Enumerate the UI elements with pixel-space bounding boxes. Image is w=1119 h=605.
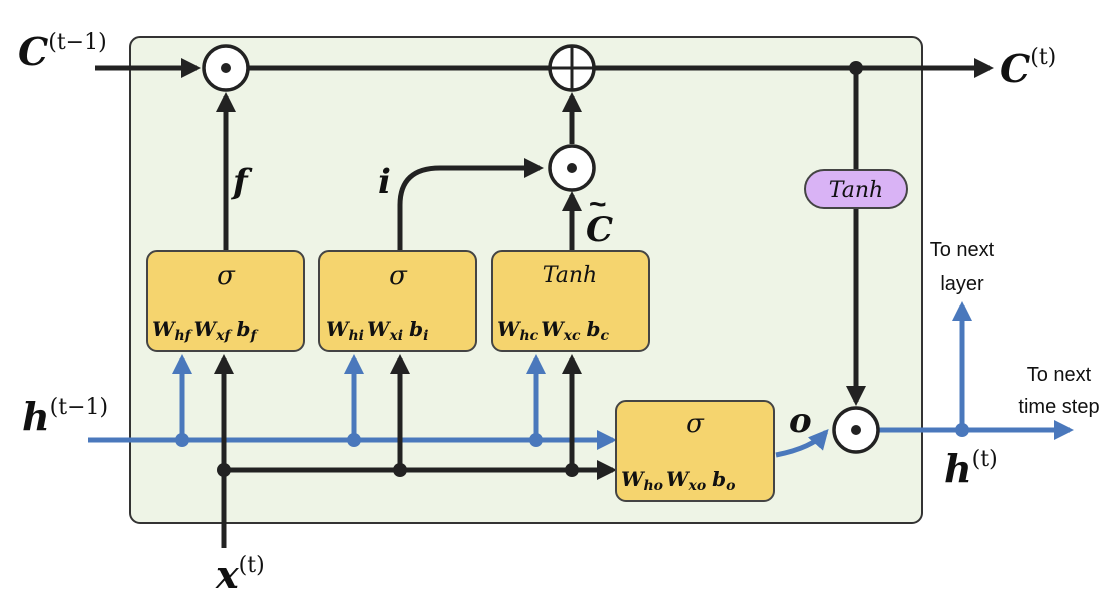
h-prev-label: h(t−1) (22, 394, 108, 439)
c-prev-label: C(t−1) (18, 29, 107, 74)
h-junction-candidate (529, 433, 543, 447)
h-junction-input (347, 433, 361, 447)
h-next-junction (955, 423, 969, 437)
c-tilde-label: C (586, 210, 613, 250)
next-step-note-2: time step (1018, 396, 1099, 418)
h-next-label: h(t) (944, 446, 998, 491)
input-gate-line (397, 158, 544, 251)
output-multiply-op (832, 406, 880, 454)
input-gate-label: i (378, 162, 391, 202)
h-junction-forget (175, 433, 189, 447)
forget-gate-label: f (231, 162, 253, 202)
next-step-note-1: To next (1027, 364, 1092, 386)
c-tilde-accent: ~ (589, 188, 607, 221)
output-gate-line (775, 428, 829, 458)
forget-multiply-op (202, 44, 250, 92)
input-multiply-op (548, 144, 596, 192)
input-gate-activation: σ (389, 261, 408, 291)
output-gate-activation: σ (686, 409, 705, 439)
cell-tanh-label: Tanh (829, 178, 883, 203)
c-next-label: C(t) (1000, 45, 1056, 91)
x-junction-forget (217, 463, 231, 477)
x-in-label: x(t) (215, 552, 265, 597)
forget-gate-activation: σ (217, 261, 236, 291)
next-layer-note-2: layer (940, 273, 984, 295)
cell-add-op (548, 44, 596, 92)
x-junction-candidate (565, 463, 579, 477)
next-layer-note-1: To next (930, 239, 995, 261)
cell-tanh-box: Tanh (804, 169, 908, 209)
candidate-gate-activation: Tanh (543, 263, 597, 288)
x-junction-input (393, 463, 407, 477)
output-gate-label: o (789, 401, 812, 441)
